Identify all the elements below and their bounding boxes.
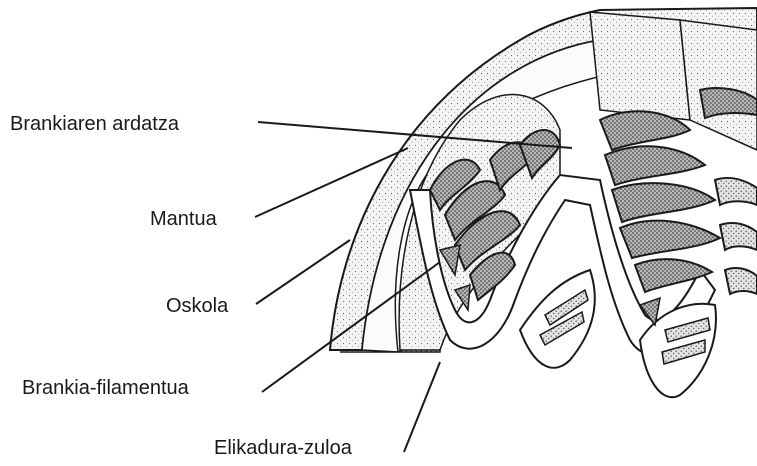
- label-mantle: Mantua: [150, 207, 217, 231]
- leader-shell: [256, 240, 350, 304]
- leader-food-groove: [404, 362, 440, 452]
- far-right-filaments: [715, 178, 757, 294]
- cut-face-top: [590, 12, 690, 120]
- cut-face-right: [680, 20, 757, 150]
- label-gill-axis: Brankiaren ardatza: [10, 112, 179, 136]
- label-shell: Oskola: [166, 294, 228, 318]
- label-gill-filament: Brankia-filamentua: [22, 376, 189, 400]
- label-food-groove: Elikadura-zuloa: [214, 436, 352, 460]
